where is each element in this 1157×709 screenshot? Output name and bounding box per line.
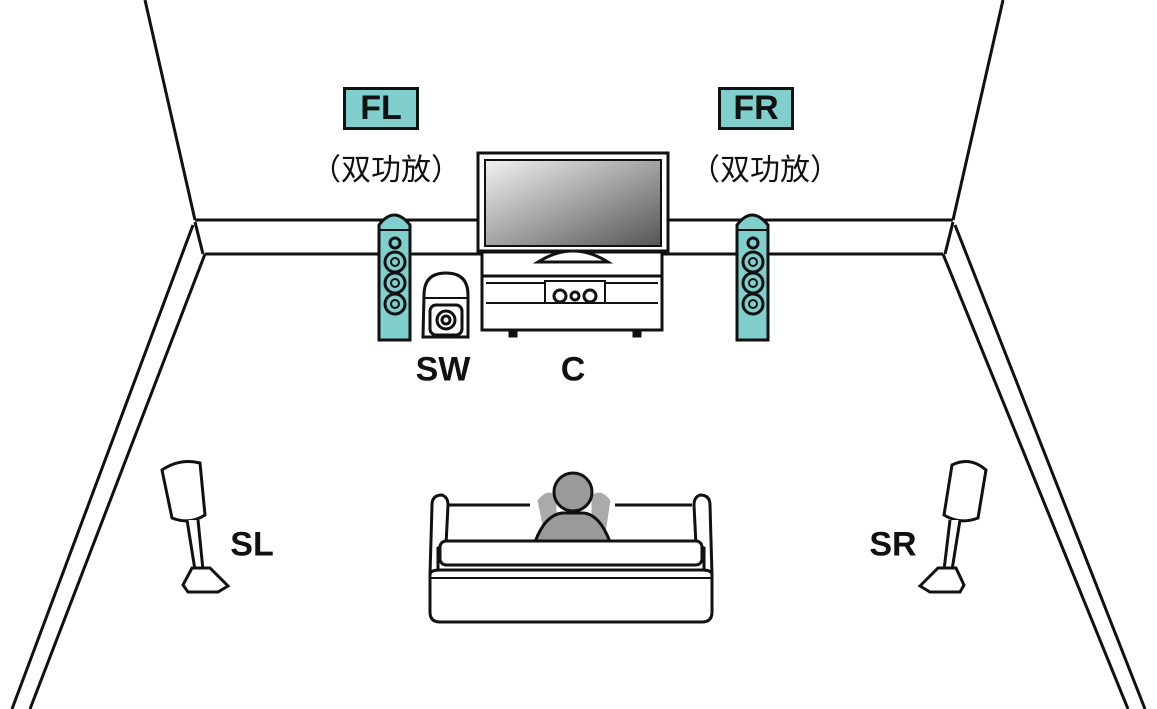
tv-center-speaker xyxy=(476,151,670,338)
fr-bi-amp-note: （双功放） xyxy=(690,153,840,188)
fl-bi-amp-note: （双功放） xyxy=(311,153,461,188)
sr-label: SR xyxy=(869,525,917,564)
sl-label: SL xyxy=(230,525,274,564)
front-right-speaker xyxy=(735,213,770,342)
surround-right-speaker xyxy=(917,459,988,594)
sofa-listener xyxy=(428,471,714,624)
sw-label: SW xyxy=(415,350,471,389)
surround-left-speaker xyxy=(160,460,231,594)
c-label: C xyxy=(560,350,586,389)
fr-label: FR xyxy=(718,87,794,130)
subwoofer xyxy=(421,271,470,339)
front-left-speaker xyxy=(377,213,412,342)
fl-label: FL xyxy=(343,87,419,130)
